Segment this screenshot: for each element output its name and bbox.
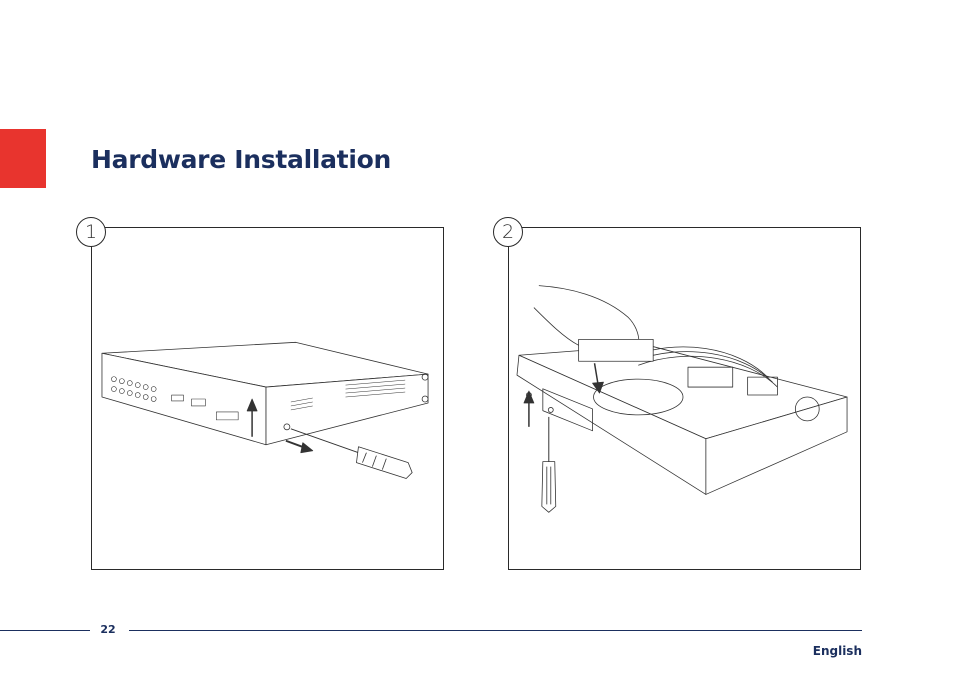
page-title: Hardware Installation bbox=[91, 145, 391, 174]
footer-rule-left bbox=[0, 630, 90, 631]
footer-rule-right bbox=[129, 630, 862, 631]
language-label: English bbox=[813, 644, 862, 658]
hard-drive-insertion-illustration bbox=[509, 228, 860, 569]
dvr-screw-removal-illustration bbox=[92, 228, 443, 569]
section-accent-tab bbox=[0, 129, 46, 188]
step-1-panel bbox=[91, 227, 444, 570]
step-2-panel bbox=[508, 227, 861, 570]
step-2-badge: 2 bbox=[493, 217, 523, 247]
page-number: 22 bbox=[91, 623, 125, 636]
step-1-badge: 1 bbox=[76, 217, 106, 247]
